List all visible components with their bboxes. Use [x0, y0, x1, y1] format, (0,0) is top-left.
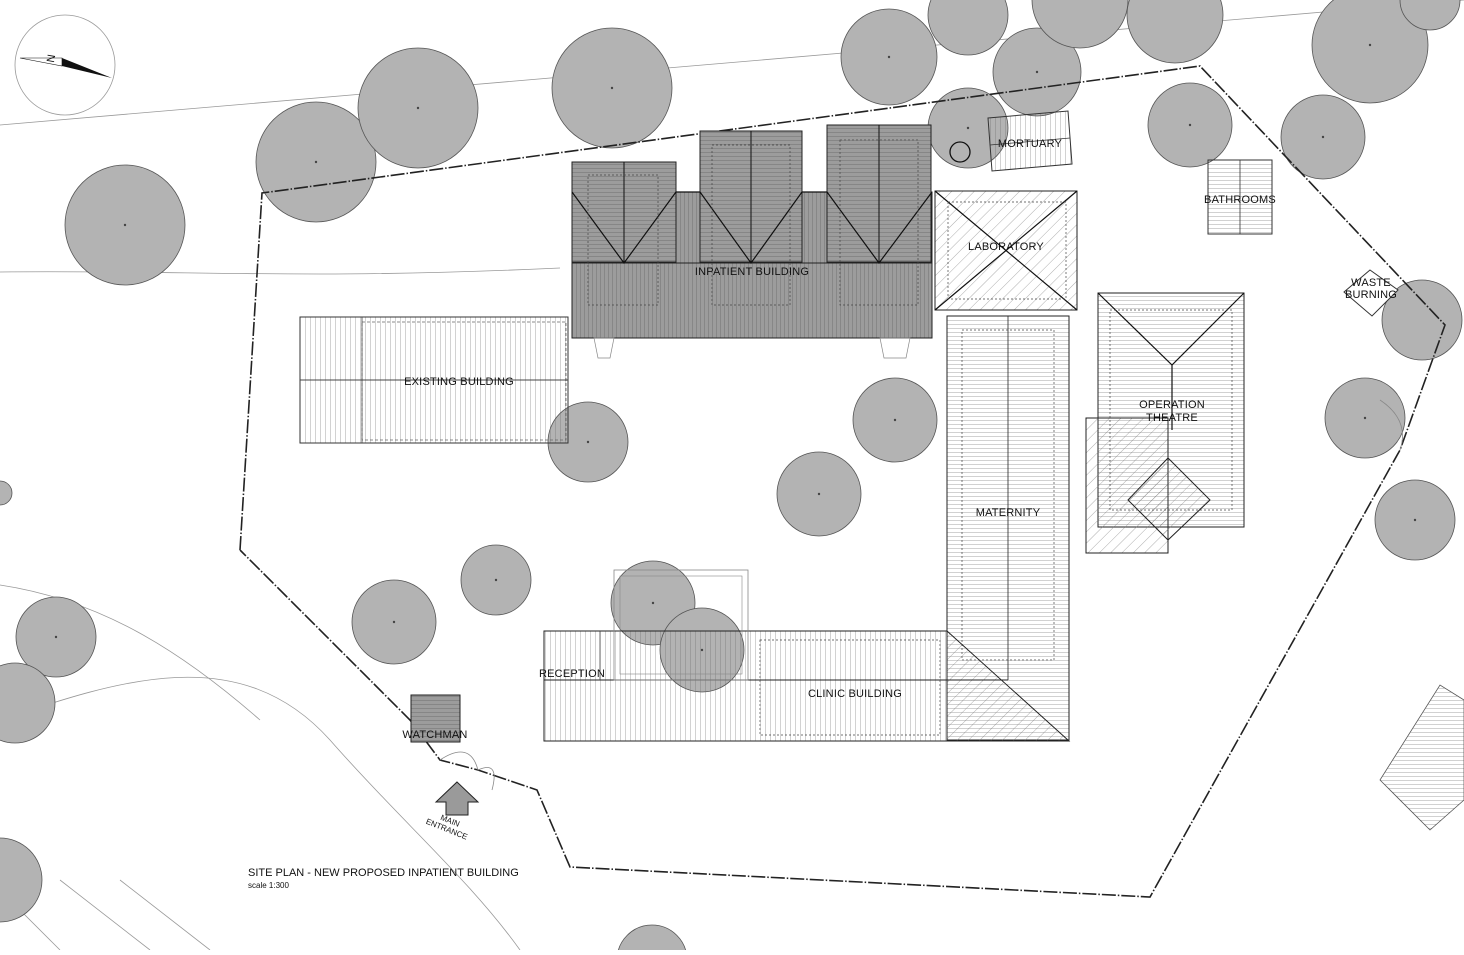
label-clinic: CLINIC BUILDING	[808, 688, 902, 700]
north-arrow: N	[14, 14, 116, 116]
label-maternity: MATERNITY	[976, 507, 1041, 519]
drawing-scale: scale 1:300	[248, 881, 289, 890]
bathrooms	[1207, 159, 1273, 235]
label-reception: RECEPTION	[539, 668, 605, 680]
laboratory	[934, 190, 1078, 311]
building-labels: INPATIENT BUILDING EXISTING BUILDING LAB…	[402, 138, 1397, 741]
label-operation-1: OPERATION	[1139, 399, 1205, 411]
label-waste-1: WASTE	[1351, 277, 1391, 289]
main-entrance-arrow	[434, 781, 480, 816]
inpatient-building	[571, 124, 933, 359]
label-watchman: WATCHMAN	[402, 729, 467, 741]
site-boundary	[239, 65, 1446, 898]
existing-building	[299, 316, 569, 444]
drawing-title: SITE PLAN - NEW PROPOSED INPATIENT BUILD…	[248, 867, 519, 879]
label-operation-2: THEATRE	[1146, 412, 1198, 424]
label-existing: EXISTING BUILDING	[404, 376, 514, 388]
clinic-building	[543, 569, 1071, 742]
drawing-title-block: SITE PLAN - NEW PROPOSED INPATIENT BUILD…	[248, 867, 519, 890]
label-mortuary: MORTUARY	[998, 138, 1063, 150]
north-label: N	[45, 53, 58, 63]
label-waste-2: BURNING	[1345, 289, 1397, 301]
waste-burning	[1343, 269, 1399, 317]
offsite-structure	[1379, 684, 1464, 831]
mortuary	[949, 110, 1073, 172]
label-inpatient: INPATIENT BUILDING	[695, 266, 809, 278]
label-laboratory: LABORATORY	[968, 241, 1044, 253]
entrance-gate	[439, 399, 1403, 791]
operation-theatre	[1085, 292, 1245, 554]
watchman-hut	[410, 694, 461, 743]
label-bathrooms: BATHROOMS	[1204, 194, 1276, 206]
